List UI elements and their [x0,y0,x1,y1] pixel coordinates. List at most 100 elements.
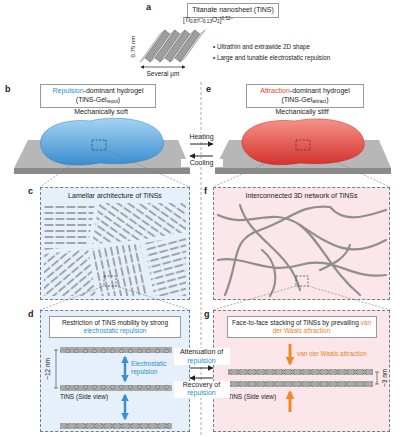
zoom-panel: Lamellar architecture of TiNSs [40,187,190,300]
soft-gel [41,118,164,165]
sheet-label: TiNS (Side view) [60,393,108,401]
bullet-note: • Large and tunable electrostatic repuls… [213,54,330,62]
node-text: Lamellar architecture of TiNSs [41,192,189,200]
node-text: (TiNS-Gelattract) [250,96,360,105]
node-text: Mechanically stiff [213,108,391,117]
network-strand [300,225,360,295]
sheet-label: TiNS (Side view) [228,393,276,401]
zoom-panel: Interconnected 3D network of TiNSs [213,187,390,300]
panel-letter: g [204,309,210,320]
zoom-line [213,286,296,310]
network-strand [240,205,300,290]
header-box: Repulsion-dominant hydrogel(TiNS-Gelrepu… [40,84,156,108]
transition-arrow [190,144,213,145]
dimension: ~12 nm [44,358,52,380]
force-label: Electrostatic repulsion [131,360,177,376]
lamellar-domain [92,244,150,296]
attraction-arrow [289,344,292,364]
force-label: van der Waals attraction [297,350,367,358]
side-view-sheets [60,347,373,429]
note-box: Face-to-face stacking of TiNSs by prevai… [227,316,377,338]
arrow-label: Cooling [181,159,223,167]
zoom-line [40,150,92,187]
dimension: ~3 nm [381,369,389,387]
network-strand [262,250,275,296]
panel-ground [40,310,190,432]
sheet-charges [60,423,172,429]
nanosheet [228,369,373,375]
node-text: Titanate nanosheet (TiNS) [191,6,275,15]
sheet-charges [228,381,373,387]
network-strand [320,245,350,270]
sheet-charges [228,369,373,375]
size-arrow [141,67,185,68]
note-box: Restriction of TiNS mobility by strong e… [49,316,181,338]
gel-region: Mechanically soft [12,108,190,178]
node-text: Mechanically soft [12,108,190,117]
title-box: Titanate nanosheet (TiNS) [187,3,279,18]
panel-letter: d [28,309,34,320]
zoom-marker [296,140,310,150]
network-strand [218,259,386,275]
nanosheet [60,347,172,353]
bracket-line [56,350,57,388]
stiff-gel [242,119,364,165]
bracket-tick [54,388,58,389]
dimension: 0.75 nm [130,36,137,58]
sheet-charges [60,385,172,391]
panel-letter: b [5,84,11,95]
lamellar-domain [44,203,95,250]
nanosheet-drawing [140,30,205,62]
plate-side [215,168,391,174]
sheet-facet [175,30,200,62]
network-strand [225,207,330,295]
nanosheet [60,385,172,391]
bracket-tick [375,372,379,373]
bullet-note: • Ultrathin and extrawide 2D shape [213,43,310,51]
dimension: Several μm [146,70,179,78]
zoom-line [116,286,190,310]
transition-arrow [190,368,213,369]
nanosheet-network [218,205,386,296]
arrow-label: Heating [181,133,223,141]
nanosheet [228,381,373,387]
node-text: (TiNS-Gelrepul) [44,96,152,105]
lamellar-domain [144,236,186,296]
zoom-line [310,150,390,187]
attraction-arrow [289,392,292,412]
sheet-facet [180,30,205,62]
panel-ground [40,187,190,300]
bracket-tick [375,384,379,385]
lamellar-domain [44,249,96,296]
gel-region: Mechanically stiff [213,108,391,178]
lamellar-domain [92,203,186,244]
chemical-formula: [Ti0.87□0.13O2]0.52− [183,16,233,24]
arrow-label: Recovery of repulsion [174,381,230,398]
zoom-line [308,286,390,310]
network-strand [218,215,386,249]
zoom-marker [296,276,308,286]
nanosheet [60,423,172,429]
zoom-marker [104,276,116,286]
panel-letter: c [28,186,33,197]
bracket-line [377,372,378,384]
sheet-charges [60,347,172,353]
zoom-line [40,286,104,310]
bracket-tick [54,350,58,351]
panel-ground [213,187,390,300]
plate-side [14,168,190,174]
zoom-line [106,150,190,187]
transition-arrow [190,156,213,157]
network-strand [330,207,386,217]
repulsion-arrow [124,357,127,381]
node-text: Interconnected 3D network of TiNSs [214,192,389,200]
zoom-line [213,150,296,187]
transition-arrow [190,378,213,379]
zoom-marker [92,140,106,150]
panel-letter: f [204,186,207,197]
zoom-panel: Face-to-face stacking of TiNSs by prevai… [213,310,390,432]
panel-letter: e [206,84,211,95]
